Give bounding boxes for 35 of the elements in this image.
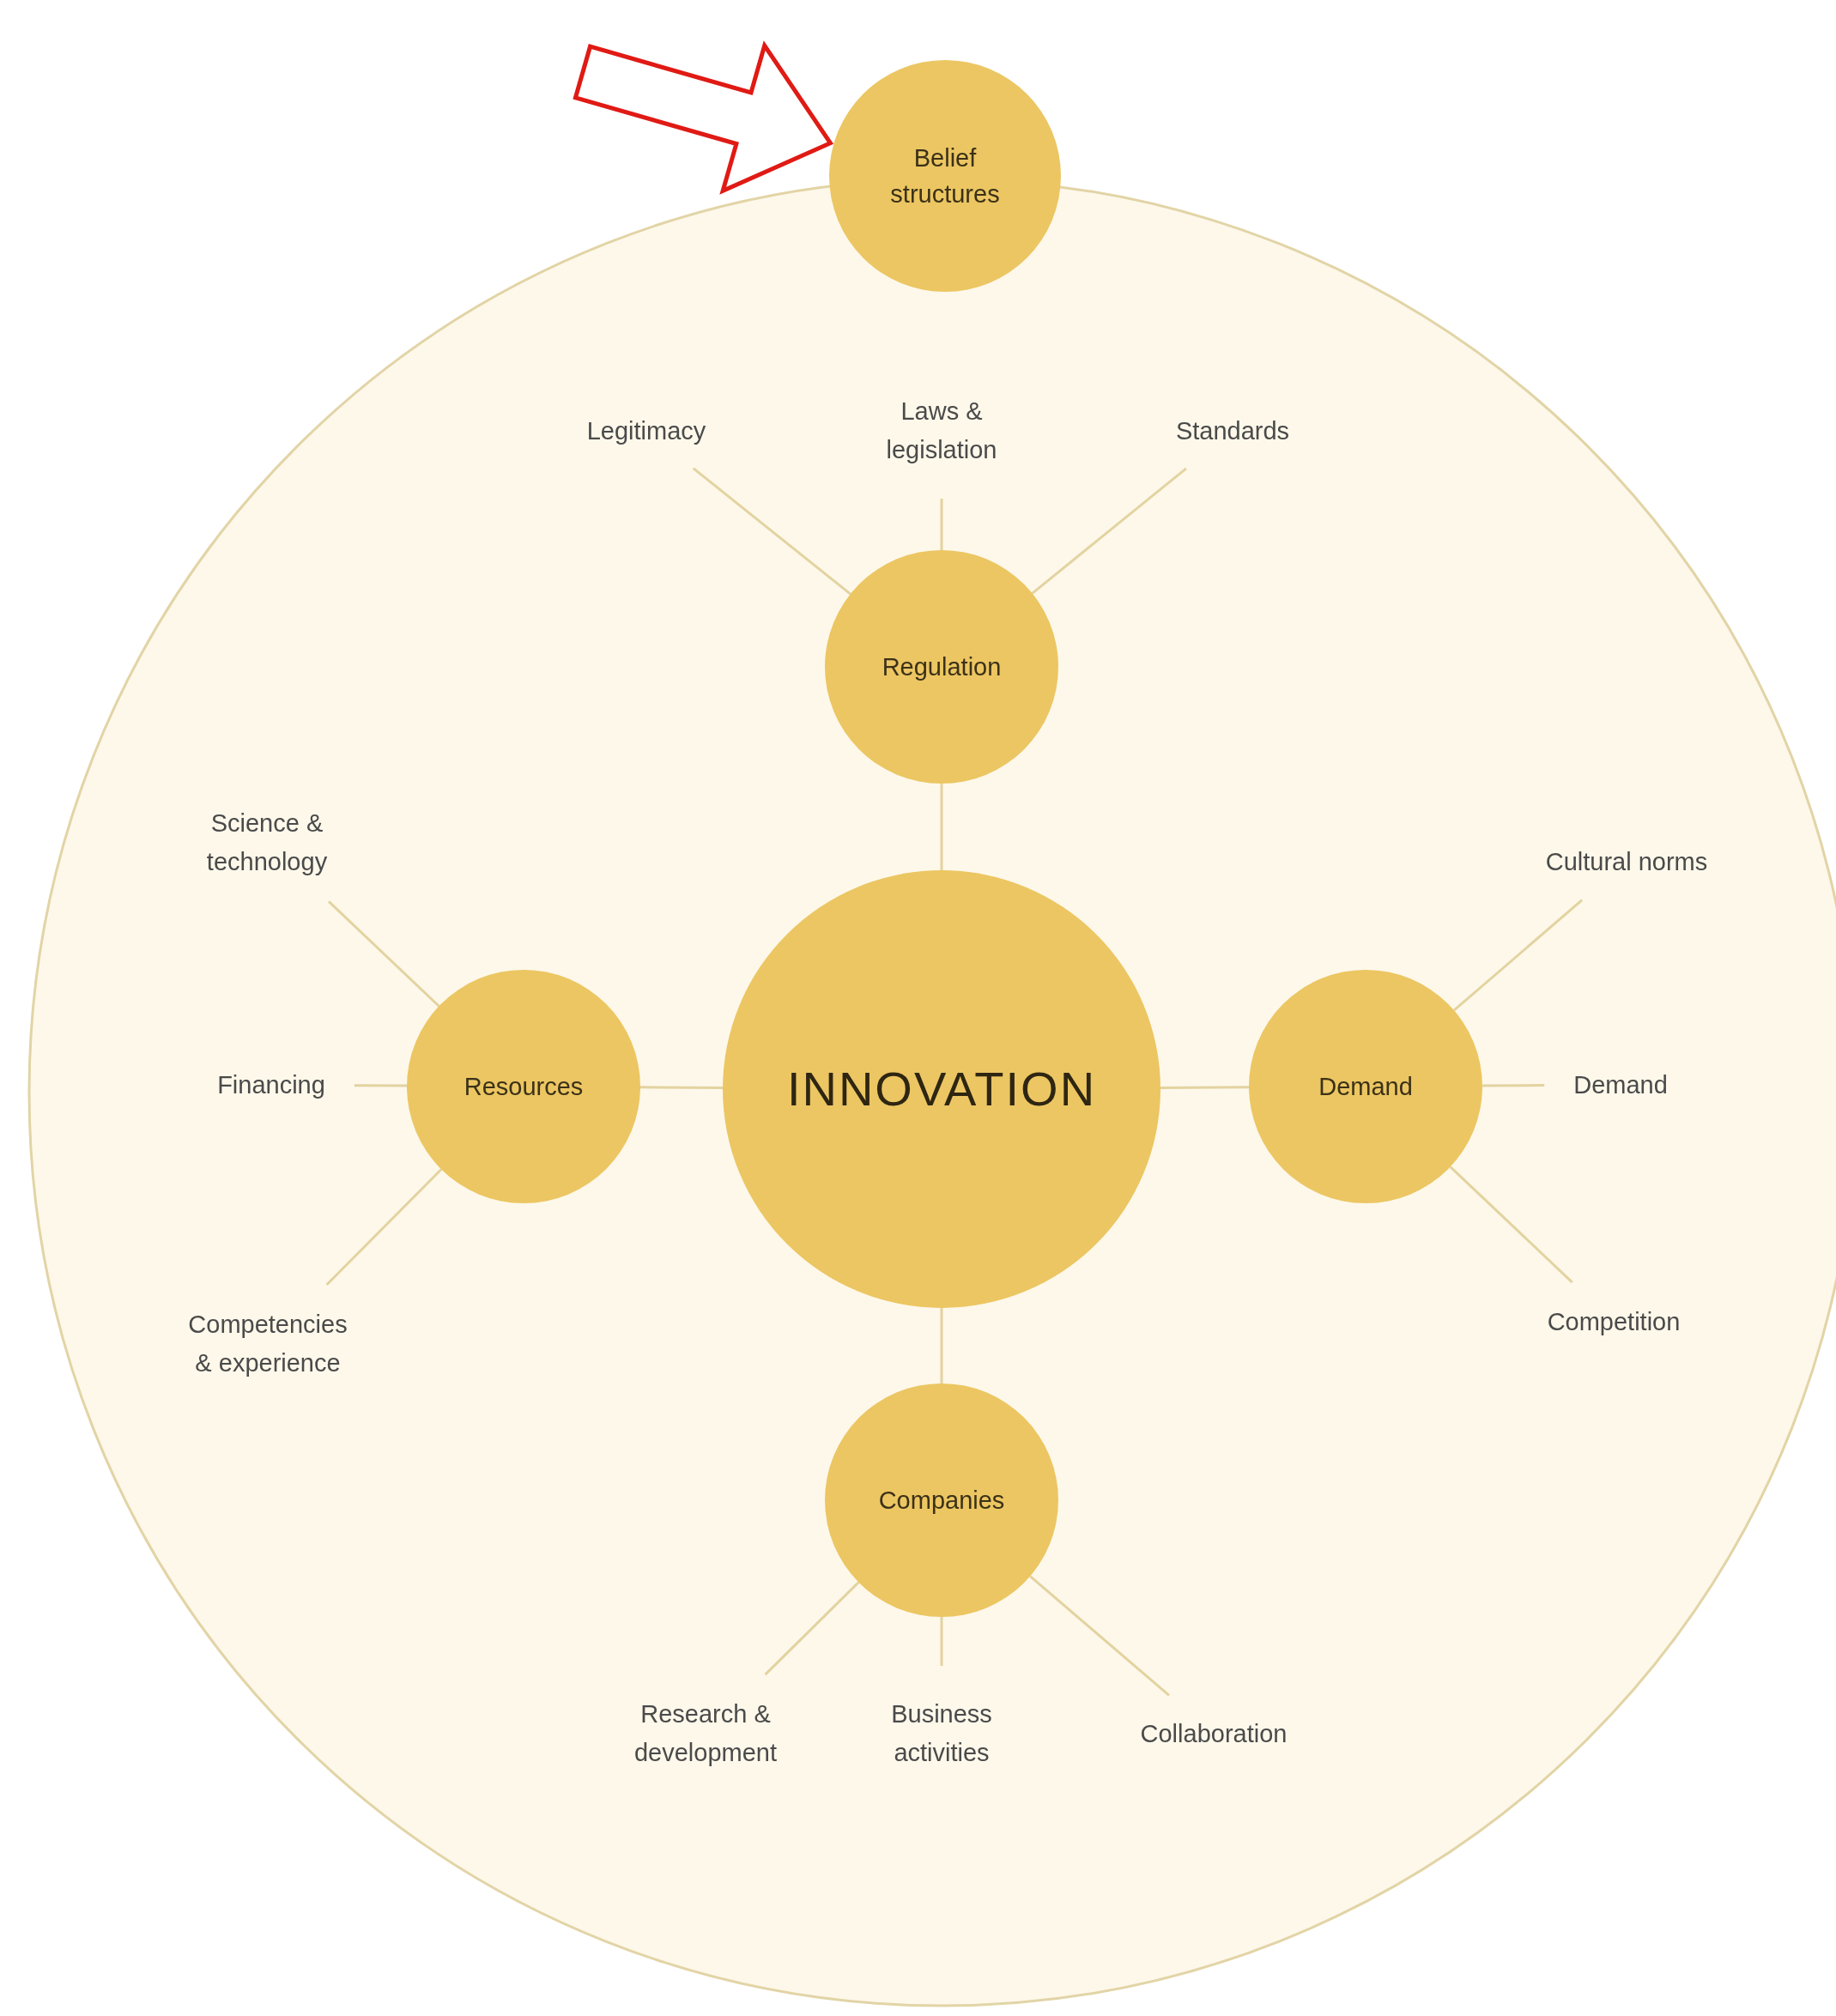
factor-label: Competencies & experience bbox=[187, 1310, 348, 1378]
connector-line bbox=[1453, 899, 1584, 1012]
factor-label: Business activities bbox=[890, 1699, 993, 1768]
connector-line bbox=[325, 1168, 443, 1286]
factor-label: Legitimacy bbox=[586, 415, 706, 446]
connector-line bbox=[940, 498, 943, 550]
connector-line bbox=[1031, 467, 1187, 595]
connector-line bbox=[1449, 1165, 1573, 1284]
connector-line bbox=[940, 784, 943, 870]
connector-line bbox=[1029, 1575, 1170, 1697]
factor-label: Collaboration bbox=[1140, 1718, 1288, 1749]
connector-line bbox=[327, 900, 440, 1008]
connector-line bbox=[764, 1581, 860, 1676]
factor-label: Research & development bbox=[633, 1699, 779, 1768]
factor-label: Demand bbox=[1573, 1069, 1668, 1100]
node-label: Belief structures bbox=[889, 142, 1001, 209]
node-label: Demand bbox=[1318, 1071, 1414, 1102]
factor-label: Competition bbox=[1547, 1306, 1681, 1337]
factor-label: Cultural norms bbox=[1545, 846, 1708, 877]
connector-line bbox=[1160, 1086, 1249, 1089]
node-label: INNOVATION bbox=[785, 1061, 1098, 1118]
factor-label: Financing bbox=[217, 1069, 325, 1100]
connector-line bbox=[940, 1308, 943, 1383]
connector-line bbox=[354, 1084, 407, 1087]
factor-label: Standards bbox=[1175, 415, 1290, 446]
factor-label: Laws & legislation bbox=[885, 397, 998, 465]
node-label: Companies bbox=[877, 1485, 1006, 1516]
connector-line bbox=[1482, 1084, 1545, 1087]
connector-line bbox=[940, 1617, 943, 1667]
connector-line bbox=[692, 467, 851, 596]
node-label: Regulation bbox=[881, 651, 1003, 682]
connector-line bbox=[640, 1086, 724, 1089]
factor-label: Science & technology bbox=[205, 808, 329, 877]
node-label: Resources bbox=[463, 1071, 585, 1102]
block-arrow bbox=[573, 40, 834, 195]
